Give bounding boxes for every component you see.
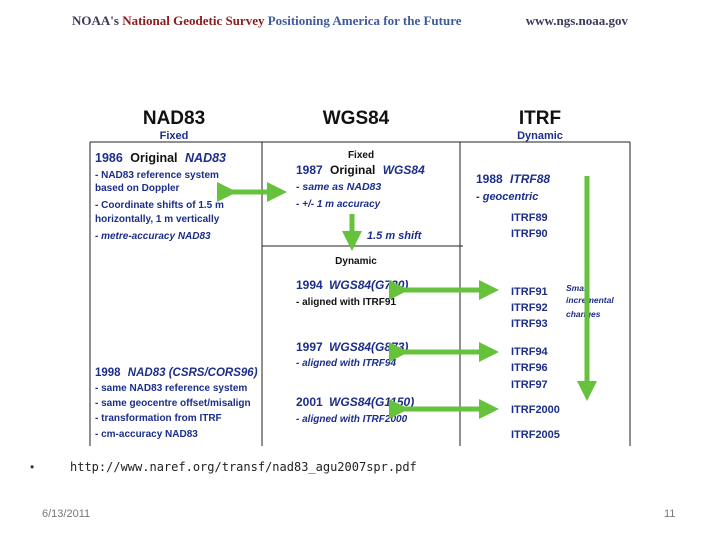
wgs84-1987-title: 1987 Original WGS84 (296, 163, 425, 177)
header-nad83: NAD83 (143, 108, 205, 129)
nad83-1986-line-5: - metre-accuracy NAD83 (95, 231, 211, 242)
datum-diagram: NAD83 Fixed WGS84 ITRF Dynamic 1986 Orig… (89, 108, 631, 446)
wgs84-1987-line-2: - +/- 1 m accuracy (296, 199, 381, 210)
wgs-fixed-label: Fixed (348, 150, 374, 161)
shift-label: 1.5 m shift (367, 230, 423, 242)
itrf94: ITRF94 (511, 346, 549, 358)
itrf92: ITRF92 (511, 302, 548, 314)
banner-tagline: Positioning America for the Future (267, 13, 462, 28)
increment-note-3: changes (566, 309, 601, 319)
itrf-1988-line: - geocentric (476, 191, 538, 203)
header-nad83-sub: Fixed (160, 130, 189, 142)
nad83-1986-line-4: horizontally, 1 m vertically (95, 214, 220, 225)
wgs84-1997-title: 1997 WGS84(G873) (296, 340, 408, 354)
nad83-1998-line-1: - same NAD83 reference system (95, 383, 247, 394)
datum-evolution-figure: NAD83 Fixed WGS84 ITRF Dynamic 1986 Orig… (50, 46, 665, 446)
slide-number: 11 (664, 508, 676, 520)
header-itrf-sub: Dynamic (517, 130, 563, 142)
wgs84-2001-title: 2001 WGS84(G1150) (296, 395, 414, 409)
bullet-marker: • (30, 460, 35, 474)
banner-title: NOAA's National Geodetic Survey Position… (72, 13, 462, 29)
increment-note-1: Small (566, 283, 589, 293)
wgs84-1994-line: - aligned with ITRF91 (296, 297, 396, 308)
nad83-1998-line-3: - transformation from ITRF (95, 413, 222, 424)
itrf2005: ITRF2005 (511, 429, 560, 441)
header-wgs84: WGS84 (323, 108, 390, 129)
nad83-1986-line-2: based on Doppler (95, 183, 180, 194)
header-itrf: ITRF (519, 108, 561, 129)
wgs84-1994-title: 1994 WGS84(G730) (296, 278, 408, 292)
increment-note-2: incremental (566, 295, 614, 305)
itrf91: ITRF91 (511, 286, 548, 298)
wgs-dynamic-label: Dynamic (335, 256, 377, 267)
itrf2000: ITRF2000 (511, 404, 560, 416)
wgs84-1997-line: - aligned with ITRF94 (296, 358, 396, 369)
nad83-1998-line-4: - cm-accuracy NAD83 (95, 429, 198, 440)
banner-ngs: National Geodetic Survey (122, 13, 265, 28)
banner-noaa: NOAA's (72, 13, 119, 28)
itrf97: ITRF97 (511, 379, 548, 391)
nad83-1986-line-3: - Coordinate shifts of 1.5 m (95, 200, 224, 211)
itrf89: ITRF89 (511, 212, 548, 224)
itrf96: ITRF96 (511, 362, 548, 374)
nad83-1986-title: 1986 Original NAD83 (95, 151, 226, 165)
slide-date: 6/13/2011 (42, 508, 91, 520)
itrf90: ITRF90 (511, 228, 548, 240)
wgs84-1987-line-1: - same as NAD83 (296, 181, 381, 193)
header-banner: NOAA's National Geodetic Survey Position… (0, 0, 720, 42)
banner-url: www.ngs.noaa.gov (525, 13, 628, 28)
nad83-1998-line-2: - same geocentre offset/misalign (95, 398, 251, 409)
itrf-1988-title: 1988 ITRF88 (476, 172, 550, 186)
itrf93: ITRF93 (511, 318, 548, 330)
wgs84-2001-line: - aligned with ITRF2000 (296, 414, 408, 425)
reference-link[interactable]: http://www.naref.org/transf/nad83_agu200… (70, 460, 417, 474)
nad83-1986-line-1: - NAD83 reference system (95, 170, 219, 181)
nad83-1998-title: 1998 NAD83 (CSRS/CORS96) (95, 367, 258, 379)
arrows-group (217, 176, 597, 419)
